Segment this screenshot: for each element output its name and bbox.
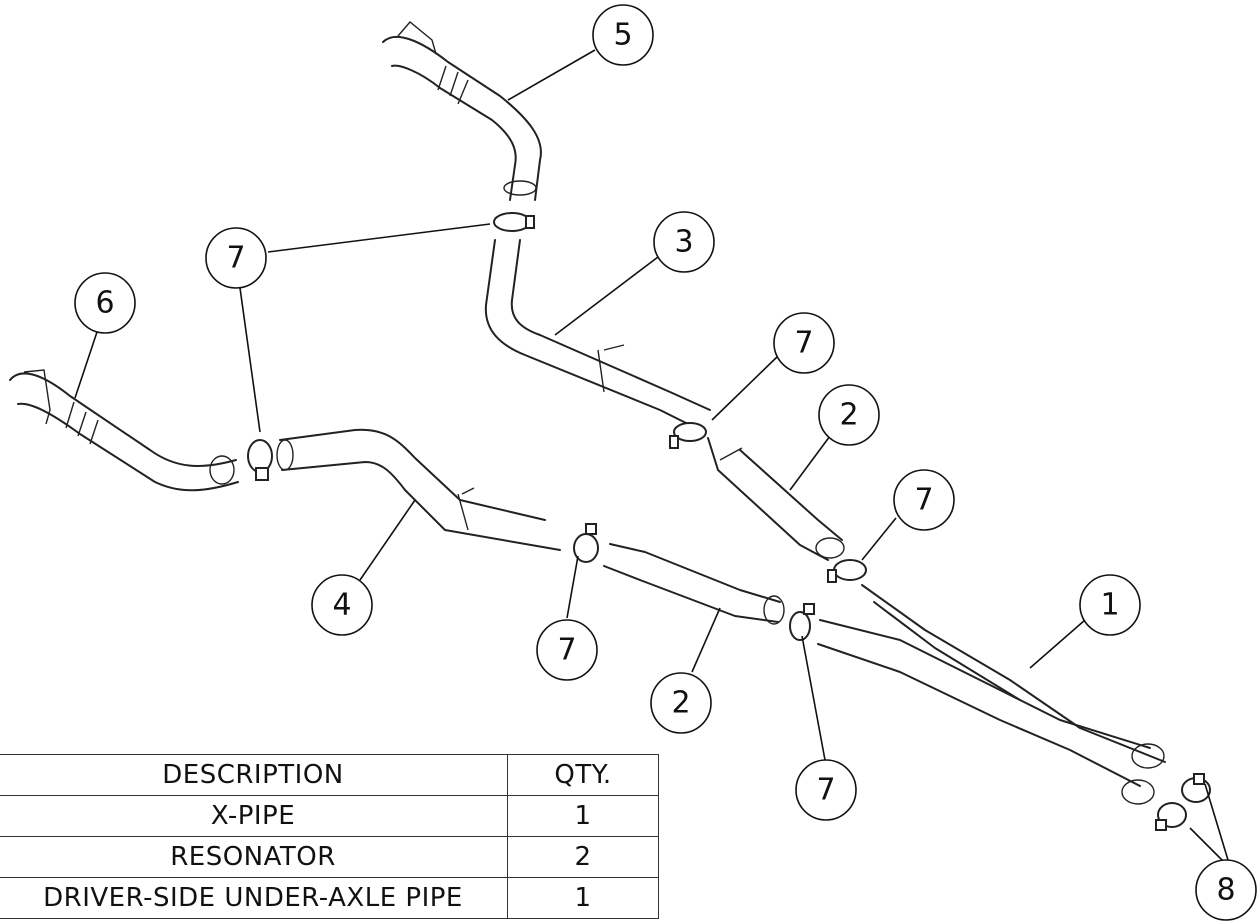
clamp-lower <box>789 603 815 641</box>
bom-description: DRIVER-SIDE UNDER-AXLE PIPE <box>0 877 508 919</box>
bom-header-description: DESCRIPTION <box>0 754 508 796</box>
leader-lines <box>74 49 1229 861</box>
part-2-resonator-lower <box>603 543 785 625</box>
balloon-6: 6 <box>74 272 136 334</box>
svg-text:7: 7 <box>557 633 576 668</box>
bom-header-row: DESCRIPTION QTY. <box>0 754 659 796</box>
part-6-tailpipe <box>9 369 239 492</box>
balloon-7-bottom: 7 <box>795 759 857 821</box>
table-row: DRIVER-SIDE UNDER-AXLE PIPE 1 <box>0 877 659 919</box>
bom-description: X-PIPE <box>0 795 508 837</box>
svg-text:5: 5 <box>613 18 632 53</box>
balloon-2-upper: 2 <box>818 384 880 446</box>
part-5-tailpipe <box>382 21 542 201</box>
table-row: X-PIPE 1 <box>0 795 659 837</box>
balloon-4: 4 <box>311 574 373 636</box>
clamps-8 <box>1155 773 1211 831</box>
bom-header-qty: QTY. <box>507 754 659 796</box>
svg-text:1: 1 <box>1100 588 1119 623</box>
balloon-2-lower: 2 <box>650 672 712 734</box>
clamp-upper <box>493 212 535 232</box>
clamp-left <box>247 439 273 481</box>
clamp-right <box>827 559 867 583</box>
clamp-mid <box>573 523 599 563</box>
bom-description: RESONATOR <box>0 836 508 878</box>
svg-text:4: 4 <box>332 588 351 623</box>
balloon-5: 5 <box>592 4 654 66</box>
svg-text:7: 7 <box>914 483 933 518</box>
part-4-pipe <box>276 428 561 551</box>
svg-text:8: 8 <box>1216 873 1235 908</box>
bom-qty: 1 <box>507 795 659 837</box>
balloon-8: 8 <box>1195 859 1257 921</box>
svg-text:2: 2 <box>671 686 690 721</box>
balloon-7-right: 7 <box>893 469 955 531</box>
bill-of-materials-table: DESCRIPTION QTY. X-PIPE 1 RESONATOR 2 DR… <box>0 754 659 919</box>
balloon-3: 3 <box>653 211 715 273</box>
svg-text:7: 7 <box>226 241 245 276</box>
balloon-1: 1 <box>1079 574 1141 636</box>
part-2-resonator-upper <box>707 437 845 561</box>
svg-text:6: 6 <box>95 286 114 321</box>
balloon-7-mid-upper: 7 <box>773 312 835 374</box>
bom-qty: 1 <box>507 877 659 919</box>
bom-qty: 2 <box>507 836 659 878</box>
svg-text:7: 7 <box>794 326 813 361</box>
balloon-7-top: 7 <box>205 227 267 289</box>
part-1-x-pipe <box>817 584 1166 805</box>
svg-text:3: 3 <box>674 225 693 260</box>
svg-text:2: 2 <box>839 398 858 433</box>
svg-text:7: 7 <box>816 773 835 808</box>
balloon-7-lower-left: 7 <box>536 619 598 681</box>
part-3-pipe <box>484 239 711 449</box>
table-row: RESONATOR 2 <box>0 836 659 878</box>
